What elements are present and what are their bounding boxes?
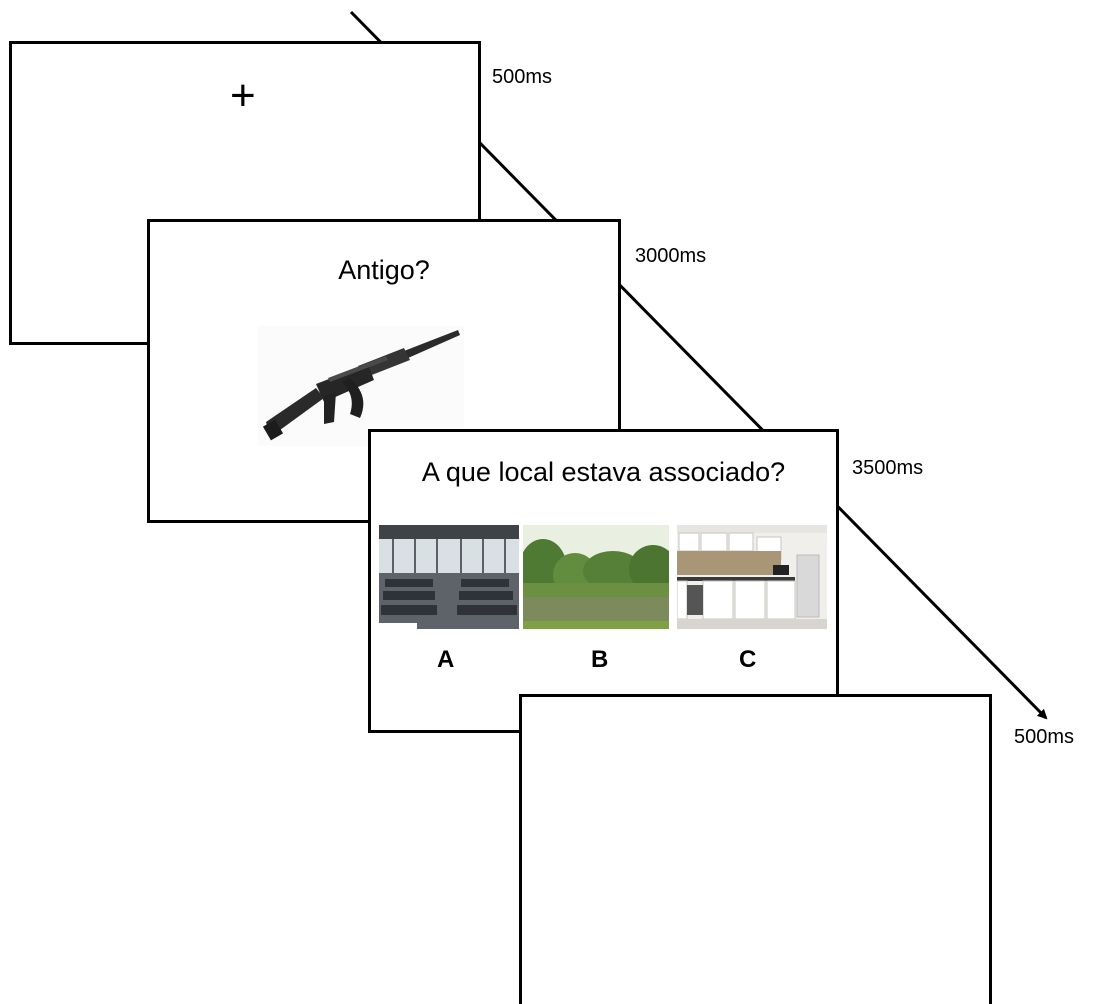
assault-rifle-image — [258, 326, 464, 446]
encoding-question: Antigo? — [338, 255, 430, 285]
retrieval-duration-label: 3500ms — [852, 457, 924, 479]
blank-duration-label: 500ms — [1014, 726, 1075, 748]
encoding-duration-label: 3000ms — [635, 245, 707, 267]
fixation-duration-label: 500ms — [492, 66, 553, 88]
option-a-label: A — [437, 646, 455, 673]
option-b-label: B — [591, 646, 609, 673]
blank-screen — [519, 694, 992, 1004]
retrieval-screen: A que local estava associado? — [368, 429, 839, 733]
retrieval-question: A que local estava associado? — [421, 457, 786, 487]
kitchen-image — [677, 525, 827, 629]
option-c-label: C — [739, 646, 757, 673]
lake-with-trees-image — [523, 525, 669, 629]
airport-waiting-hall-image — [379, 525, 519, 629]
fixation-cross: + — [230, 71, 256, 120]
